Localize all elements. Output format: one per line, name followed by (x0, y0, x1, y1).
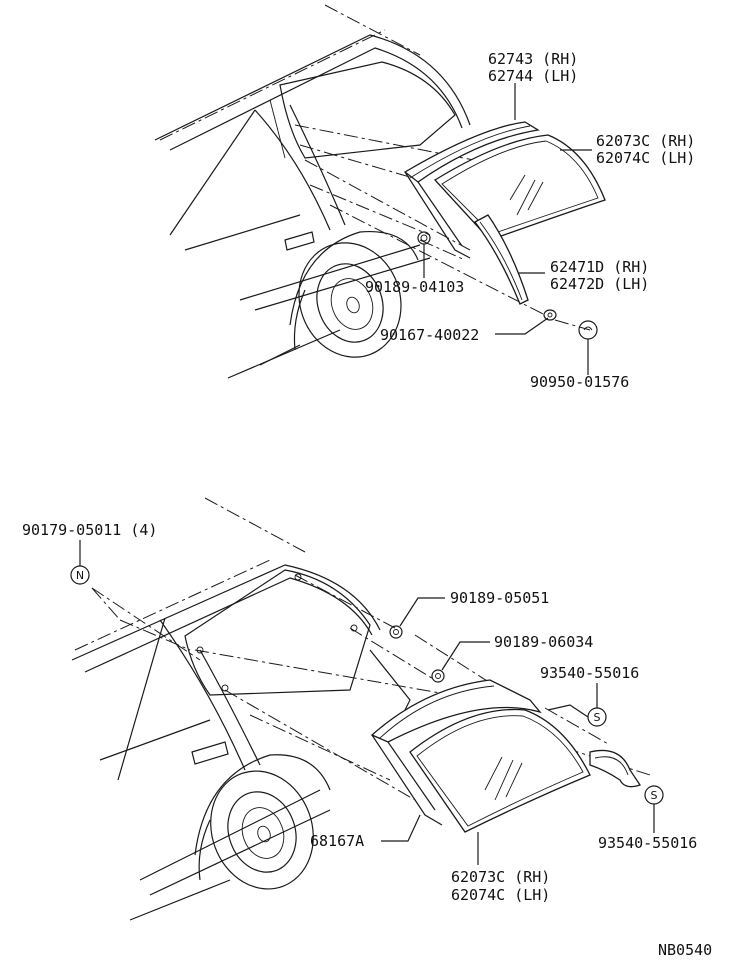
label-62073c-top: 62073C (RH)62074C (LH) (596, 132, 695, 167)
top-window-molding (403, 121, 540, 259)
symbol-n-circle: N (70, 565, 90, 585)
bottom-clip-90189-06034 (431, 669, 445, 683)
label-90167-40022: 90167-40022 (380, 326, 479, 344)
svg-text:S: S (651, 789, 658, 802)
svg-text:S: S (594, 711, 601, 724)
label-62471d: 62471D (RH)62472D (LH) (550, 258, 649, 293)
top-quarter-glass (433, 134, 606, 241)
label-93540-55016-upper: 93540-55016 (540, 664, 639, 682)
top-garnish (474, 214, 529, 305)
label-93540-55016-lower: 93540-55016 (598, 834, 697, 852)
label-90189-04103: 90189-04103 (365, 278, 464, 296)
label-68167a: 68167A (310, 832, 364, 850)
bottom-clip-small (196, 573, 358, 692)
label-62743: 62743 (RH)62744 (LH) (488, 50, 578, 85)
label-90179-05011: 90179-05011 (4) (22, 521, 157, 539)
svg-text:N: N (76, 569, 84, 582)
top-clip-90167 (543, 309, 557, 321)
bottom-leader-lines (79, 540, 655, 865)
bottom-clip-90189-05051 (389, 625, 403, 639)
bottom-vehicle-outline (71, 497, 411, 921)
bottom-garnish (589, 749, 642, 788)
top-plug-90950 (578, 320, 598, 340)
symbol-s-circle-upper: S (587, 707, 607, 727)
bottom-weatherstrip (370, 679, 542, 826)
top-vehicle-outline (154, 4, 471, 379)
label-90950-01576: 90950-01576 (530, 373, 629, 391)
symbol-s-circle-lower: S (644, 785, 664, 805)
diagram-code: NB0540 (658, 941, 712, 959)
top-leader-lines (423, 83, 592, 375)
bottom-quarter-glass (409, 708, 591, 833)
label-90189-06034: 90189-06034 (494, 633, 593, 651)
label-62073c-bottom: 62073C (RH)62074C (LH) (451, 868, 550, 904)
label-90189-05051: 90189-05051 (450, 589, 549, 607)
